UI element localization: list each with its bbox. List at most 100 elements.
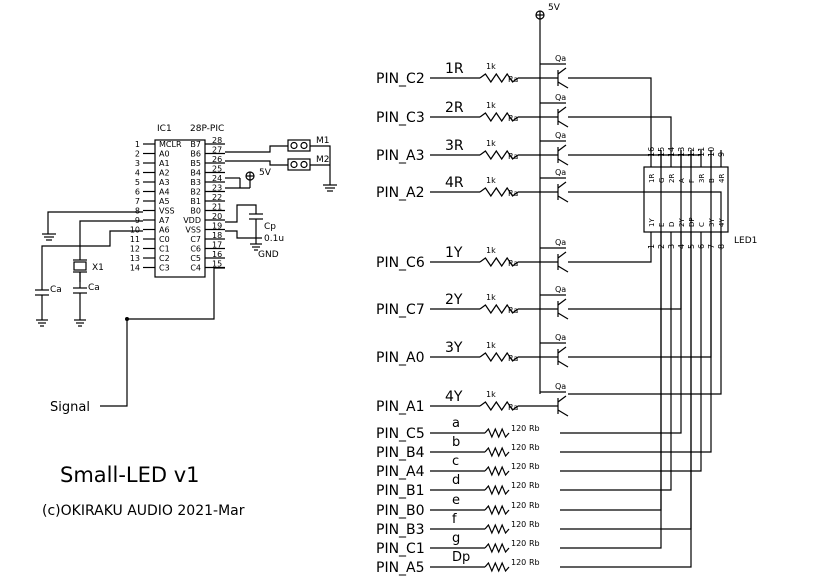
- digit-pin-label: PIN_A2: [376, 185, 425, 201]
- ic1-pin-name: A3: [159, 178, 170, 187]
- transistor-emitter: [557, 360, 569, 368]
- ic1-pin-number: 18: [212, 231, 222, 240]
- led-pin-name: 1R: [648, 174, 656, 183]
- segment-pin-label: PIN_A4: [376, 464, 425, 480]
- ic1-pin-name: C5: [190, 254, 201, 263]
- transistor-emitter: [557, 81, 569, 89]
- ic1-pin-name: A1: [159, 159, 170, 168]
- transistor-emitter: [557, 120, 569, 128]
- segment-pin-label: PIN_B3: [376, 522, 425, 538]
- segment-label: e: [452, 493, 460, 508]
- ic1-pin-name: A6: [159, 226, 170, 235]
- led-net: [560, 150, 682, 434]
- top-5v-label: 5V: [548, 3, 561, 13]
- resistor-value: 120: [511, 501, 526, 510]
- ic1-pin-name: B7: [190, 140, 201, 149]
- ic1-wiring: [35, 145, 288, 407]
- led-net: [560, 250, 702, 472]
- ic1-pin-name: C1: [159, 245, 170, 254]
- ic1-pin-number: 1: [135, 140, 140, 149]
- ic1-pin-name: A4: [159, 188, 170, 197]
- resistor-name: Ra: [508, 189, 518, 198]
- led-pin-number: 16: [647, 147, 656, 157]
- resistor-name: Rb: [529, 462, 540, 471]
- transistor-collector: [557, 181, 567, 189]
- led-pin-name: 4R: [718, 174, 726, 183]
- segment-label: g: [452, 531, 460, 546]
- ic1-pin-name: VDD: [183, 216, 201, 225]
- ic1-pin-name: B4: [190, 169, 201, 178]
- segment-resistor: [484, 427, 510, 439]
- segment-resistor: [484, 542, 510, 554]
- led-pin-name: 3Y: [708, 218, 716, 227]
- ic1-pin-number: 8: [135, 207, 140, 216]
- led-pin-name: B: [708, 178, 716, 183]
- ic1-pin-number: 21: [212, 203, 222, 212]
- ic1-pin-number: 10: [130, 226, 140, 235]
- segment-pin-label: PIN_C1: [376, 541, 425, 557]
- digit-pin-label: PIN_A3: [376, 148, 425, 164]
- ic1-pin-name: C7: [190, 235, 201, 244]
- digit-resistor: [479, 186, 519, 198]
- led-net: [568, 191, 722, 250]
- transistor-label: Qa: [555, 54, 566, 63]
- resistor-value: 1k: [486, 62, 496, 71]
- ic1-pin-number: 13: [130, 254, 140, 263]
- transistor-emitter: [557, 195, 569, 203]
- digit-label: 1Y: [445, 245, 463, 261]
- ca-left-label: Ca: [50, 285, 62, 295]
- transistor-collector: [557, 106, 567, 114]
- segment-resistor: [484, 446, 510, 458]
- ic1-pin-name: C4: [190, 264, 201, 273]
- jumper-m1: M1: [287, 136, 330, 152]
- ic1-pin-name: VSS: [159, 207, 175, 216]
- resistor-value: 1k: [486, 101, 496, 110]
- cp-value-label: 0.1u: [264, 234, 284, 244]
- segment-label: b: [452, 435, 460, 450]
- led-net: [568, 116, 672, 150]
- led-pin-name: D: [668, 222, 676, 227]
- ic1-pin-number: 3: [135, 159, 140, 168]
- segment-resistor: [484, 504, 510, 516]
- ca-right-label: Ca: [88, 283, 100, 293]
- led-pin-name: 2Y: [678, 218, 686, 227]
- resistor-name: Ra: [508, 354, 518, 363]
- led-pin-number: 14: [667, 147, 676, 157]
- led-pin-number: 6: [697, 244, 706, 249]
- ic1-pin-number: 19: [212, 222, 222, 231]
- segment-label: a: [452, 416, 460, 431]
- segment-resistor: [484, 465, 510, 477]
- led-net: [568, 250, 652, 263]
- ic1-pin-number: 24: [212, 174, 222, 183]
- led-ref: LED1: [734, 236, 757, 246]
- resistor-value: 120: [511, 443, 526, 452]
- resistor-name: Rb: [529, 424, 540, 433]
- ic1-pin-name: B2: [190, 188, 201, 197]
- ic1-pin-name: A5: [159, 197, 170, 206]
- digit-resistor: [479, 400, 519, 412]
- transistor-emitter: [557, 312, 569, 320]
- segment-pin-label: PIN_B1: [376, 483, 425, 499]
- resistor-value: 1k: [486, 341, 496, 350]
- transistor-emitter: [557, 158, 569, 166]
- ic1-pin-number: 27: [212, 146, 222, 155]
- led-pin-name: F: [688, 179, 696, 183]
- ic1-pin-number: 25: [212, 165, 222, 174]
- m2-label: M2: [316, 155, 330, 165]
- ic1-pin-number: 5: [135, 178, 140, 187]
- ic1-pin-name: C2: [159, 254, 170, 263]
- transistor-label: Qa: [555, 285, 566, 294]
- resistor-value: 120: [511, 424, 526, 433]
- transistor-collector: [557, 346, 567, 354]
- jumper-ground-wire: [310, 145, 331, 185]
- m1-label: M1: [316, 136, 330, 146]
- transistor-emitter: [557, 265, 569, 273]
